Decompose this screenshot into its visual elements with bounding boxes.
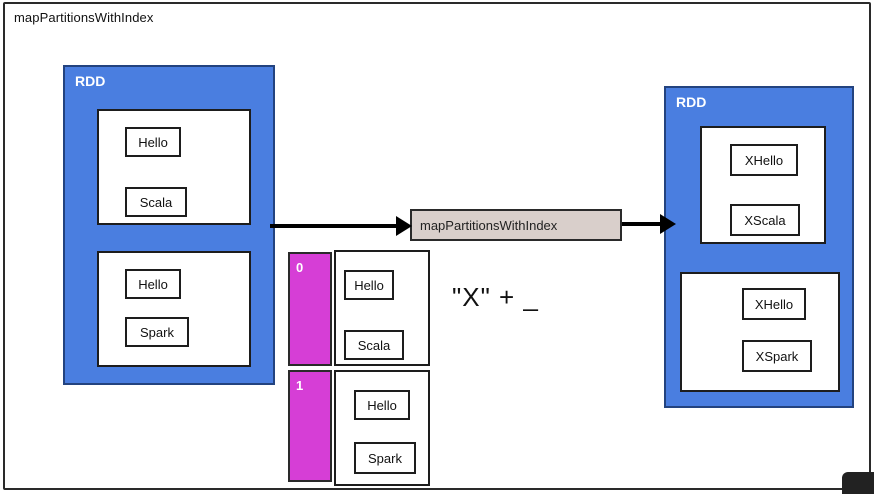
partition-index-0: 0 <box>288 252 332 366</box>
diagram-title: mapPartitionsWithIndex <box>14 10 154 25</box>
partition-index-1: 1 <box>288 370 332 482</box>
left-rdd-partition-1: Hello Scala <box>97 109 251 225</box>
right-rdd-partition-2: XHello XSpark <box>680 272 840 392</box>
left-rdd-label: RDD <box>75 73 106 89</box>
left-rdd-p1-item-2: Scala <box>125 187 187 217</box>
indexed-p1-item-1: Hello <box>354 390 410 420</box>
corner-control <box>842 472 874 494</box>
indexed-p0-item-2: Scala <box>344 330 404 360</box>
right-rdd-p2-item-1: XHello <box>742 288 806 320</box>
arrow-head-to-operation <box>396 216 412 236</box>
left-rdd-partition-2: Hello Spark <box>97 251 251 367</box>
indexed-p1-item-2: Spark <box>354 442 416 474</box>
left-rdd-p1-item-1: Hello <box>125 127 181 157</box>
left-rdd-p2-item-1: Hello <box>125 269 181 299</box>
indexed-partition-0: Hello Scala <box>334 250 430 366</box>
right-rdd-p1-item-1: XHello <box>730 144 798 176</box>
arrow-head-to-rdd <box>660 214 676 234</box>
function-expression: "X" + _ <box>452 282 539 312</box>
right-rdd-partition-1: XHello XScala <box>700 126 826 244</box>
operation-box: mapPartitionsWithIndex <box>410 209 622 241</box>
left-rdd: RDD Hello Scala Hello Spark <box>63 65 275 385</box>
partition-index-1-label: 1 <box>296 378 304 393</box>
right-rdd-label: RDD <box>676 94 707 110</box>
right-rdd-p2-item-2: XSpark <box>742 340 812 372</box>
right-rdd-p1-item-2: XScala <box>730 204 800 236</box>
left-rdd-p2-item-2: Spark <box>125 317 189 347</box>
indexed-partition-1: Hello Spark <box>334 370 430 486</box>
right-rdd: RDD XHello XScala XHello XSpark <box>664 86 854 408</box>
indexed-p0-item-1: Hello <box>344 270 394 300</box>
partition-index-0-label: 0 <box>296 260 304 275</box>
